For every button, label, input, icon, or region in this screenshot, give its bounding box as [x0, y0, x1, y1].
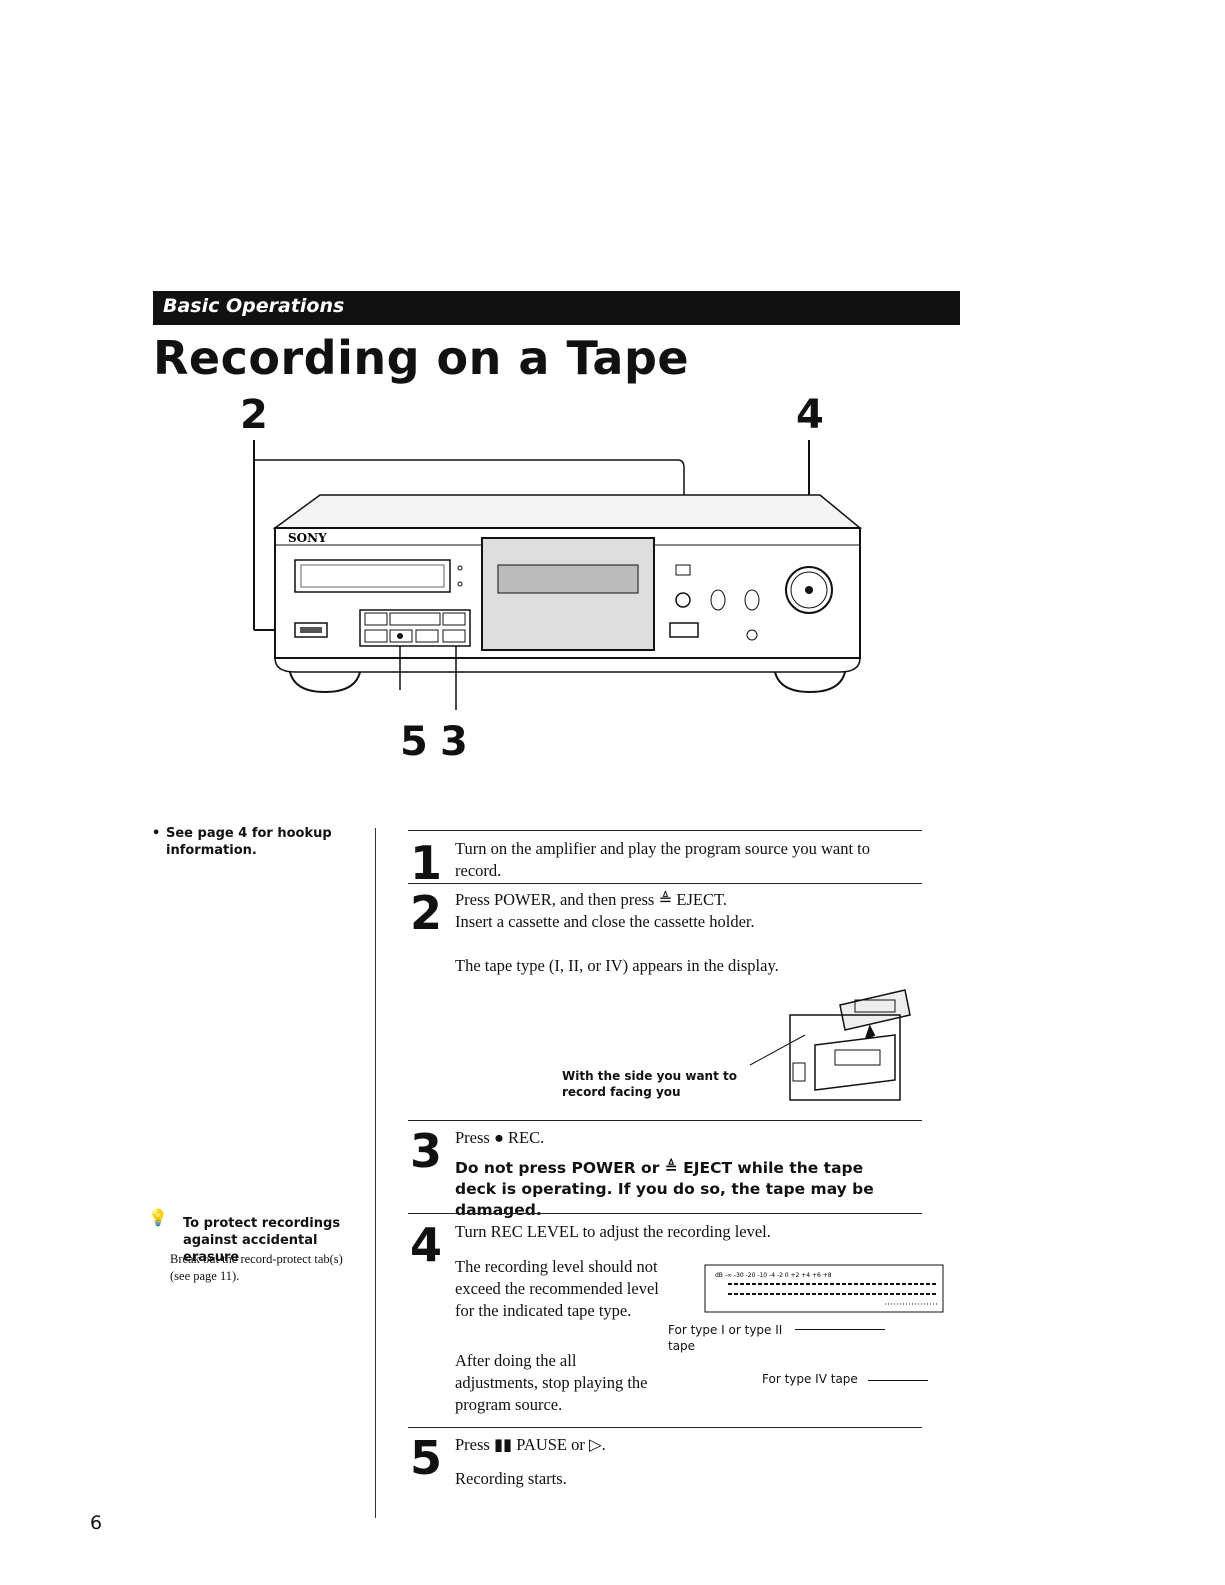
step-5-text: Press ▮▮ PAUSE or ▷.: [455, 1435, 606, 1454]
step-4-para2: After doing the all adjustments, stop pl…: [455, 1351, 648, 1414]
step-2-number: 2: [410, 886, 443, 940]
arrow-line: [795, 1329, 885, 1330]
page-title: Recording on a Tape: [153, 331, 690, 385]
step-5-number: 5: [410, 1431, 443, 1485]
tip-body: Break out the record-protect tab(s) (see…: [170, 1252, 343, 1283]
hookup-note: • See page 4 for hookup information.: [152, 826, 332, 858]
step-3-number: 3: [410, 1124, 443, 1178]
column-divider: [375, 828, 376, 1518]
step-4-number: 4: [410, 1218, 443, 1272]
arrow-line: [868, 1380, 928, 1381]
tape-deck-illustration: SONY: [253, 440, 863, 710]
rule: [408, 883, 922, 884]
cassette-insert-illustration: [749, 989, 911, 1101]
brand-logo: SONY: [288, 531, 327, 545]
callout-5: 5: [400, 719, 428, 765]
step-3-text: Press ● REC.: [455, 1128, 545, 1147]
rule: [408, 1120, 922, 1121]
step-4-text: Turn REC LEVEL to adjust the recording l…: [455, 1222, 771, 1241]
step-2-line2: Insert a cassette and close the cassette…: [455, 912, 755, 931]
step-5-result: Recording starts.: [455, 1469, 567, 1488]
rule: [408, 1213, 922, 1214]
section-banner: Basic Operations: [153, 291, 960, 325]
rule: [408, 830, 922, 831]
callout-3: 3: [440, 719, 468, 765]
step-2-line3: The tape type (I, II, or IV) appears in …: [455, 956, 779, 975]
step-1-number: 1: [410, 836, 443, 890]
cassette-caption: With the side you want to record facing …: [562, 1069, 737, 1099]
section-label: Basic Operations: [163, 295, 345, 317]
callout-4: 4: [796, 392, 824, 438]
page-number: 6: [90, 1512, 103, 1534]
meter-label-type-4: For type IV tape: [762, 1372, 858, 1386]
step-3-warning: Do not press POWER or ≜ EJECT while the …: [455, 1159, 874, 1219]
tip-icon: 💡: [148, 1208, 168, 1227]
step-4-para1: The recording level should not exceed th…: [455, 1257, 659, 1320]
step-1-text: Turn on the amplifier and play the progr…: [455, 839, 871, 880]
rule: [408, 1427, 922, 1428]
meter-label-type-1-2: For type I or type II tape: [668, 1323, 783, 1353]
level-meter-illustration: dB -∞ -30 -20 -10 -4 -2 0 +2 +4 +6 +8: [704, 1264, 944, 1313]
step-2-line1: Press POWER, and then press ≜ EJECT.: [455, 890, 727, 909]
callout-2: 2: [240, 392, 268, 438]
tip-title: To protect recordings against accidental…: [183, 1216, 341, 1265]
svg-text:dB -∞ -30 -20 -10 -4: dB -∞ -30 -20 -10 -4 -2 0 +2 +4 +6 +8: [715, 1272, 832, 1279]
